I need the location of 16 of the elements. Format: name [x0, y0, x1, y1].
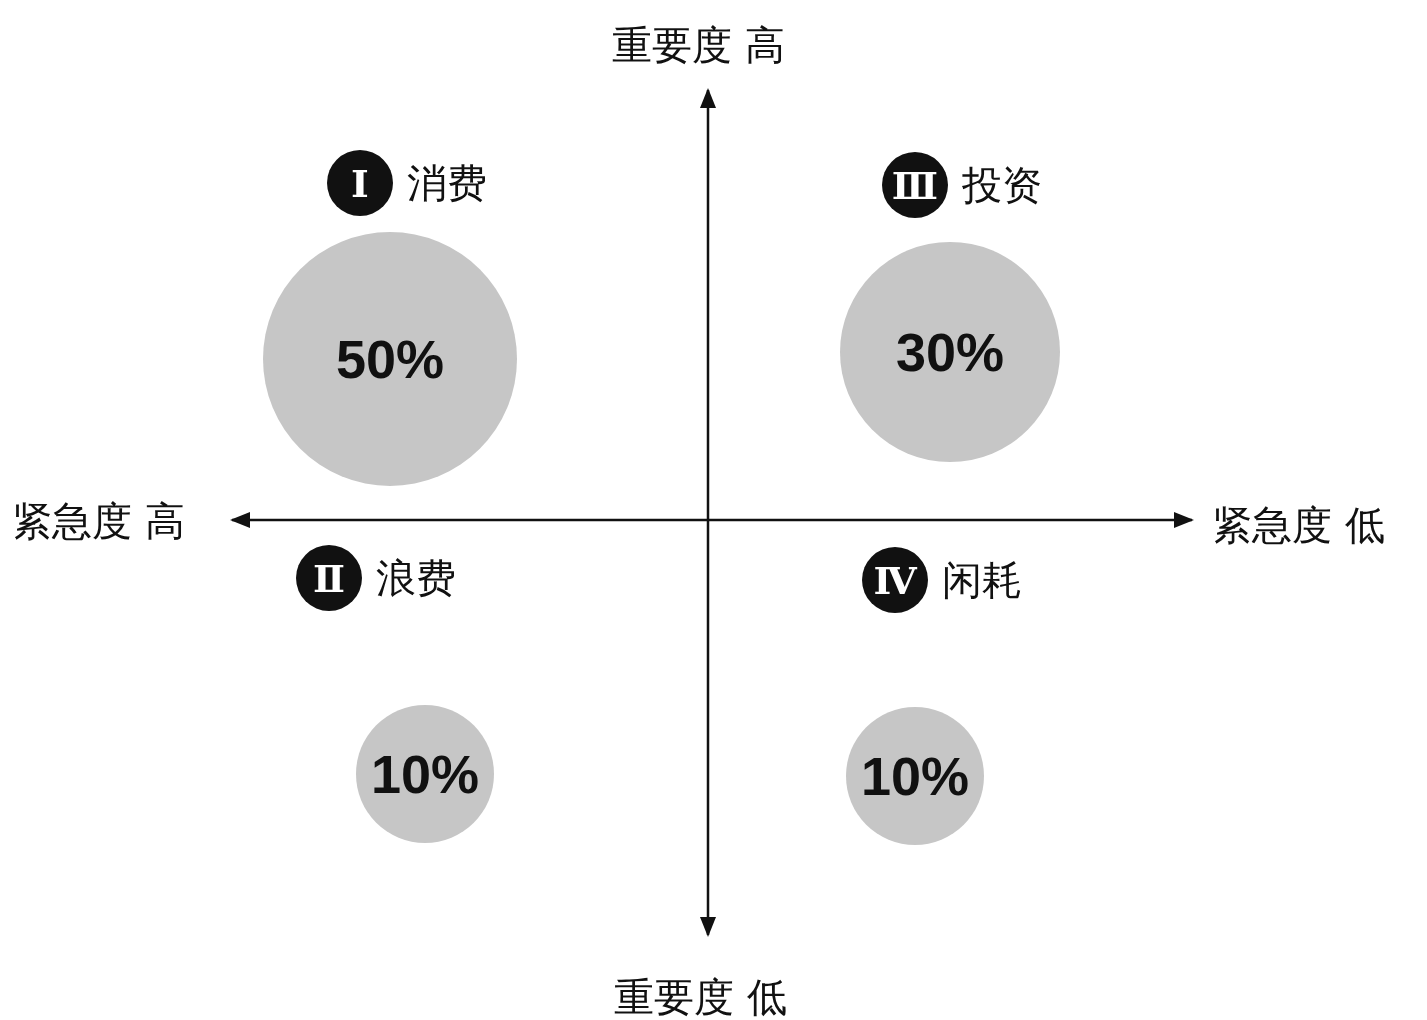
axis-label: 紧急度 低	[1212, 501, 1385, 550]
axis-label: 重要度 高	[612, 21, 785, 70]
numeral-badge: Ⅱ	[296, 545, 362, 611]
numeral-badge: Ⅳ	[862, 547, 928, 613]
quadrant-label: 投资	[962, 160, 1042, 210]
numeral-badge: Ⅰ	[327, 150, 393, 216]
percentage-value: 50%	[335, 328, 445, 390]
quadrant-label: 消费	[407, 158, 487, 208]
percentage-value: 10%	[860, 745, 970, 807]
percentage-value: 10%	[370, 743, 480, 805]
axis-label: 重要度 低	[614, 973, 787, 1020]
quadrant-label: 浪费	[376, 553, 456, 603]
quadrant-label: 闲耗	[942, 555, 1022, 605]
percentage-value: 30%	[895, 321, 1005, 383]
numeral-badge: Ⅲ	[882, 152, 948, 218]
axis-label: 紧急度 高	[12, 497, 185, 546]
